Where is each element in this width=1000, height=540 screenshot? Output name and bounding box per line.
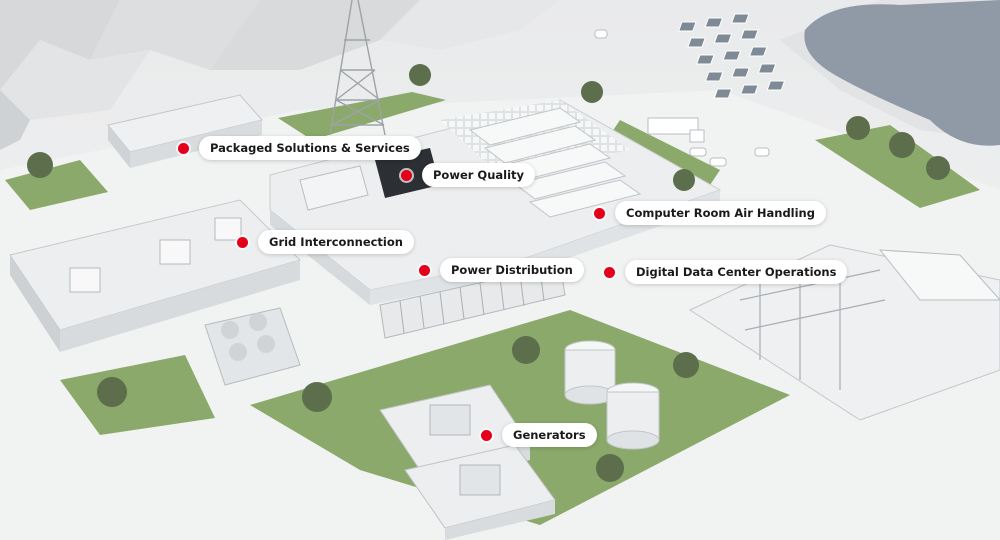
solar-array (678, 13, 786, 99)
hotspot-label: Generators (502, 423, 597, 447)
hotspot-label: Digital Data Center Operations (625, 260, 848, 284)
hotspot-packaged-solutions[interactable]: Packaged Solutions & Services (178, 136, 421, 160)
hotspot-dot (419, 264, 430, 276)
hotspot-label: Power Quality (422, 163, 536, 187)
fuel-tanks (564, 340, 660, 450)
hotspot-power-quality[interactable]: Power Quality (401, 163, 536, 187)
cooling-units (204, 307, 301, 386)
switchyard (688, 244, 1000, 421)
hotspot-digital-data-center-operations[interactable]: Digital Data Center Operations (604, 260, 848, 284)
hotspot-computer-room-air-handling[interactable]: Computer Room Air Handling (594, 201, 826, 225)
trees (27, 64, 950, 482)
hotspot-dot (594, 207, 605, 219)
hotspot-label: Power Distribution (440, 258, 584, 282)
hotspot-label: Grid Interconnection (258, 230, 414, 254)
substation-building (9, 199, 301, 352)
hotspot-power-distribution[interactable]: Power Distribution (419, 258, 584, 282)
packaged-module-building (107, 94, 263, 168)
hotspot-generators[interactable]: Generators (481, 423, 597, 447)
hotspot-label: Packaged Solutions & Services (199, 136, 421, 160)
generator-enclosures (379, 384, 556, 540)
hotspot-dot (178, 142, 189, 154)
hotspot-label: Computer Room Air Handling (615, 201, 826, 225)
lake (804, 0, 1000, 146)
vehicles (594, 29, 770, 167)
hotspot-dot (604, 266, 615, 278)
hotspot-dot (237, 236, 248, 248)
hotspot-grid-interconnection[interactable]: Grid Interconnection (237, 230, 414, 254)
transmission-tower (329, 0, 386, 136)
hotspot-dot (481, 429, 492, 441)
hotspot-dot (401, 169, 412, 181)
